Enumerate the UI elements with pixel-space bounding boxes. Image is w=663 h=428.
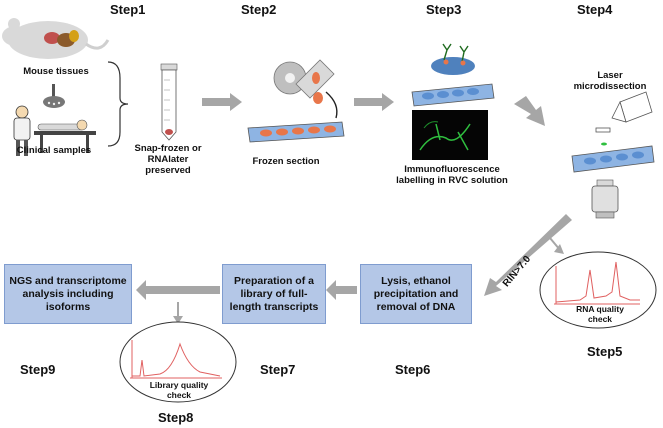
library-quality-label: Library quality check [146,380,212,400]
snap-frozen-label: Snap-frozen or RNAlater preserved [126,143,210,176]
arrow-step2-3 [354,93,394,111]
patient-table-icon [34,119,96,153]
rna-quality-label: RNA quality check [572,304,628,324]
immuno-line2: labelling in RVC solution [396,175,508,186]
arrows [136,93,572,300]
antibody-slide-icon [411,43,495,107]
arrow-step1-2 [202,93,242,111]
step9-label: Step9 [20,362,56,377]
immunofluorescence-image [412,110,488,160]
objective-lens-icon [591,179,619,219]
step5-label: Step5 [587,344,623,359]
laser-icon [595,91,653,146]
immunofluorescence-label: Immunofluorescence labelling in RVC solu… [382,164,522,186]
library-quality-chart [119,321,237,403]
mouse-tissues-label: Mouse tissues [23,66,89,77]
clinician-icon [13,105,31,156]
clinical-samples-label: Clinical samples [16,145,92,156]
laser-line2: microdissection [573,81,647,92]
lysis-box: Lysis, ethanol precipitation and removal… [360,264,472,324]
dissection-slide-icon [571,145,655,173]
step3-label: Step3 [426,2,462,17]
rna-quality-line1: RNA quality [576,304,624,314]
arrow-step6-7 [326,280,357,300]
rna-quality-chart [539,251,657,329]
step2-label: Step2 [241,2,277,17]
arrow-step3-4 [514,96,545,126]
library-quality-line2: check [166,390,192,400]
step7-label: Step7 [260,362,296,377]
frozen-section-label: Frozen section [252,156,320,167]
step8-label: Step8 [158,410,194,425]
library-quality-line1: Library quality [149,380,209,390]
rna-quality-line2: check [587,314,613,324]
step4-label: Step4 [577,2,613,17]
laser-microdissection-label: Laser microdissection [568,70,652,92]
cryostat-icon [273,59,338,119]
library-preparation-box: Preparation of a library of full-length … [222,264,326,324]
bracket [107,61,129,147]
snap-frozen-line1: Snap-frozen or [134,143,202,154]
snap-frozen-line3: preserved [145,165,191,176]
step1-label: Step1 [110,2,146,17]
snap-frozen-line2: RNAlater [147,154,189,165]
step6-label: Step6 [395,362,431,377]
arrow-step5-6 [484,214,572,296]
section-slide-icon [247,121,345,143]
immuno-line1: Immunofluorescence [404,164,500,175]
sample-tube-icon [160,63,178,141]
ngs-analysis-box: NGS and transcriptome analysis including… [4,264,132,324]
mouse-icon [2,18,110,59]
arrow-step7-9 [136,280,220,300]
surgical-lamp-icon [43,84,65,108]
laser-line1: Laser [597,70,623,81]
